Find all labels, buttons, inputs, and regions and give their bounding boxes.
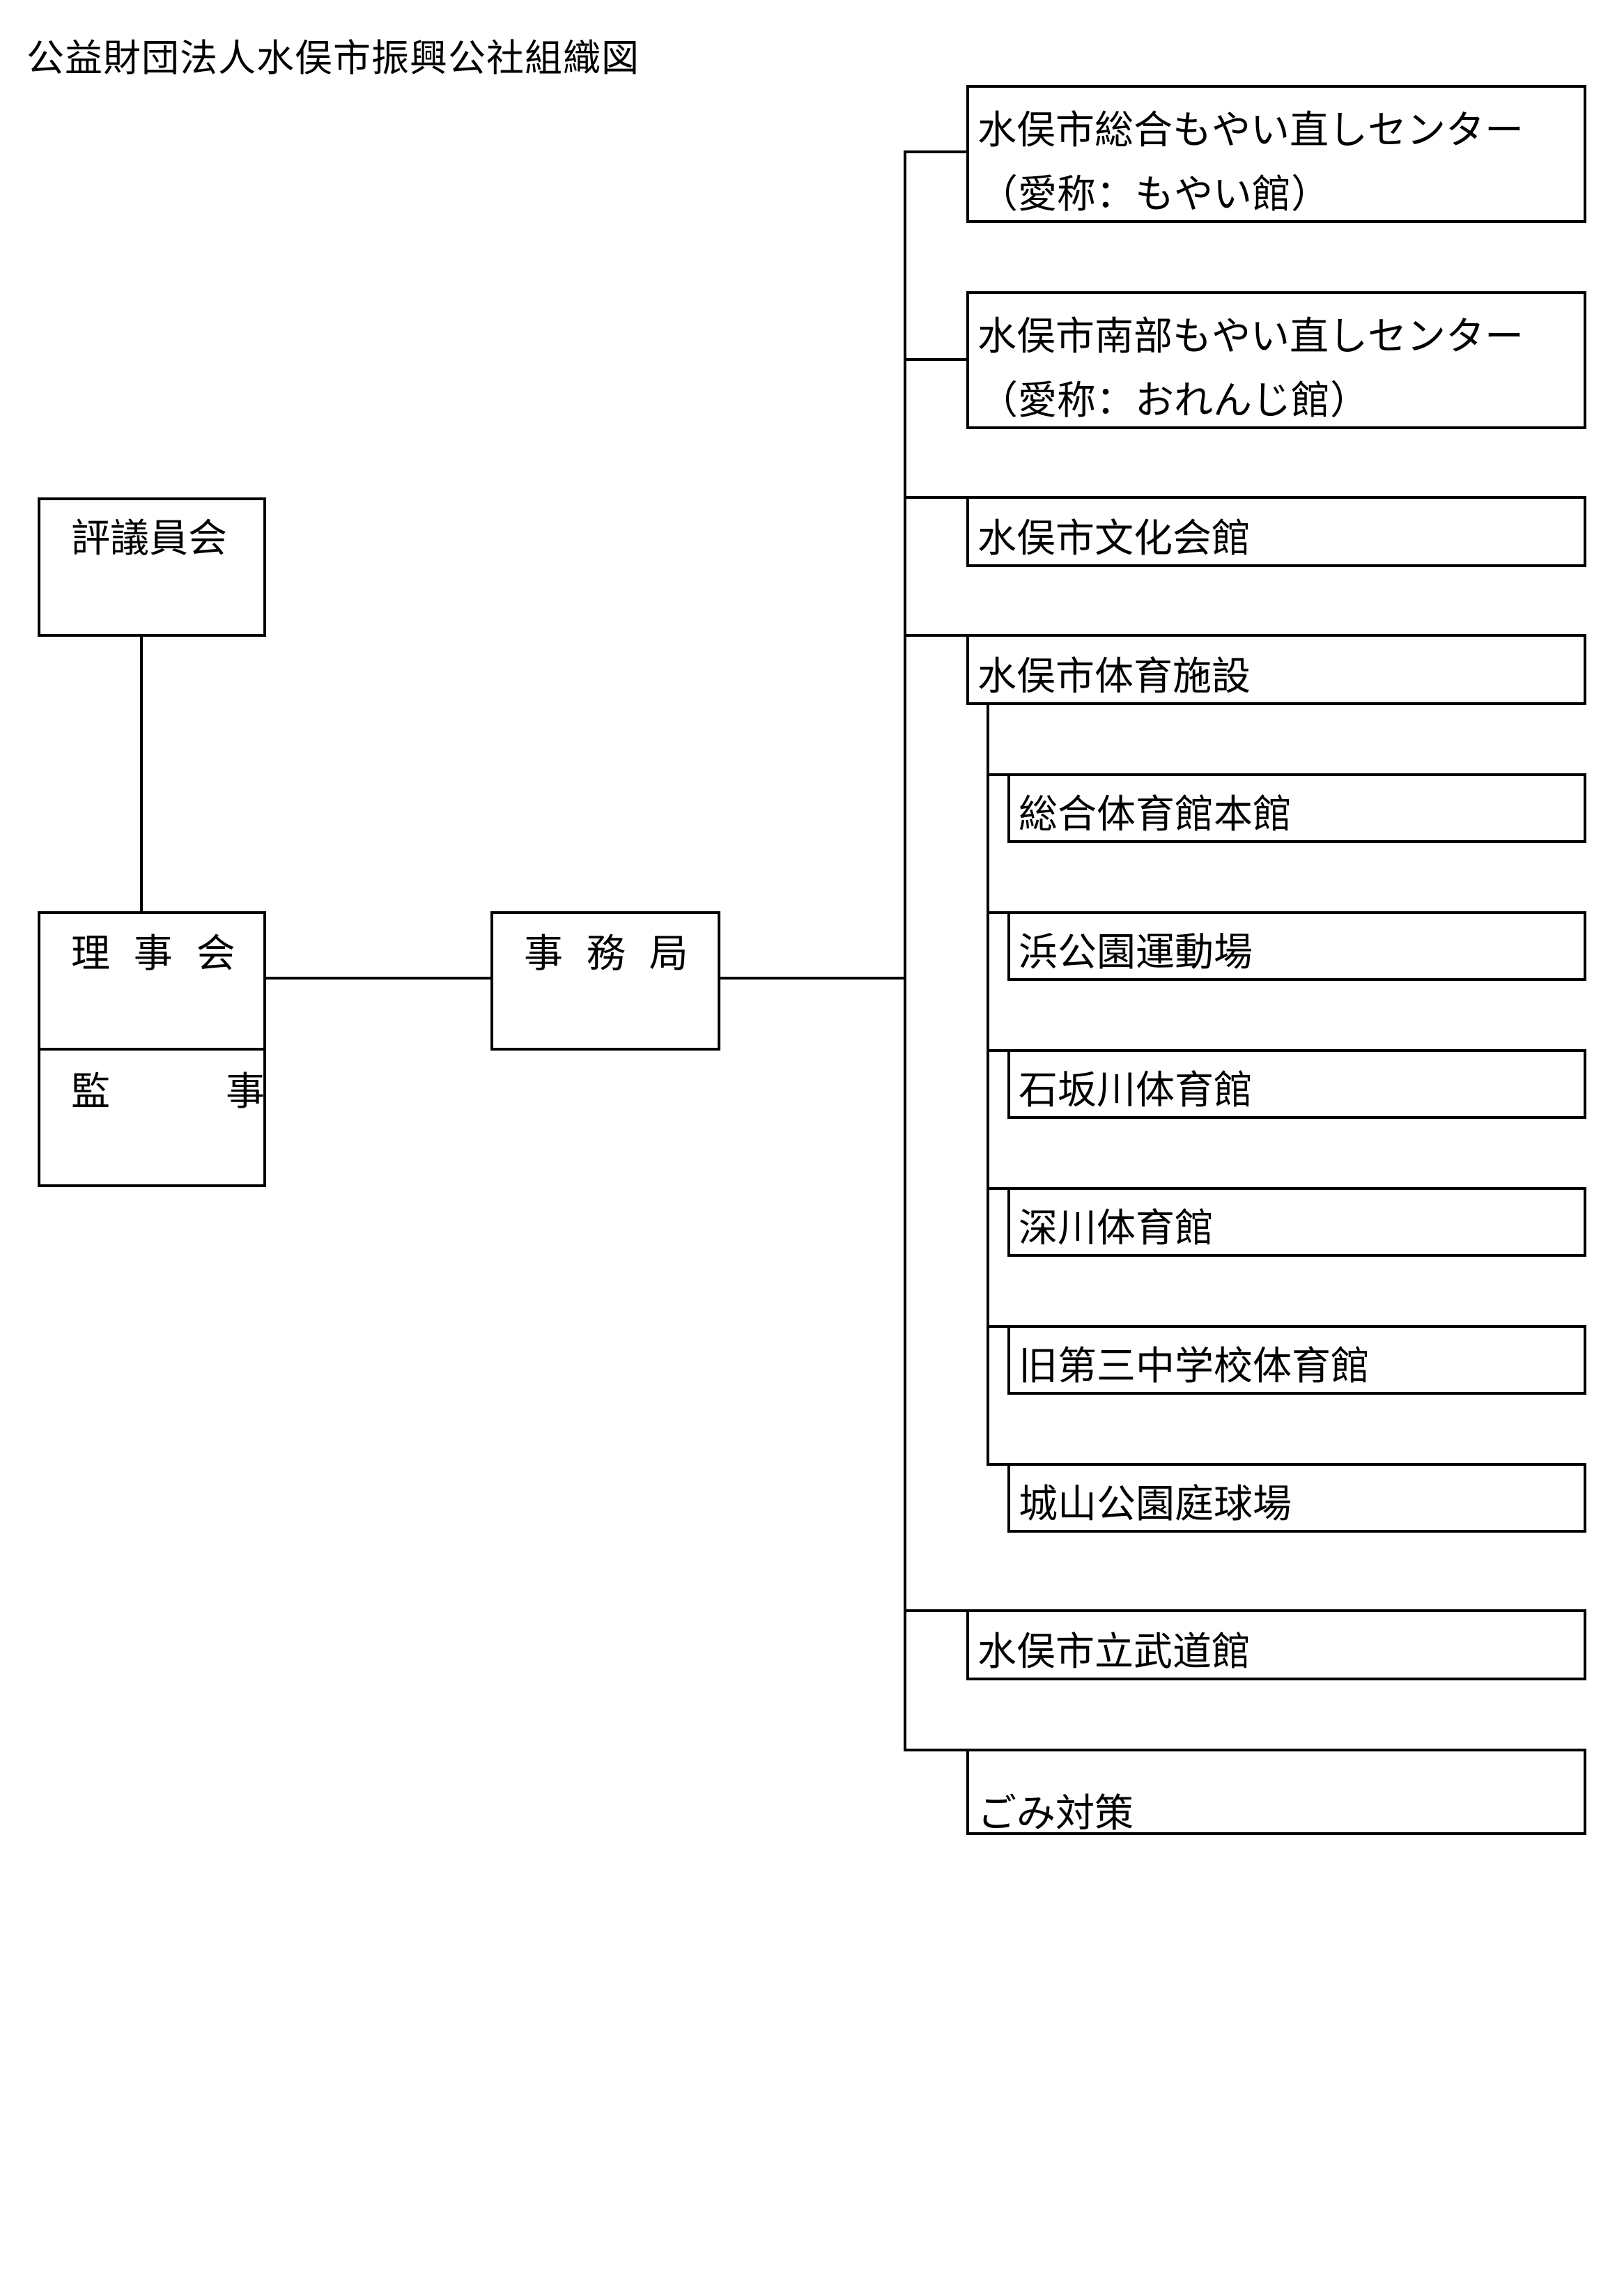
board-box: 理 事 会 <box>38 911 266 1051</box>
sports-child-label: 城山公園庭球場 <box>1019 1482 1292 1527</box>
sports-child-box: 石坂川体育館 <box>1007 1049 1586 1119</box>
sports-child-label: 浜公園運動場 <box>1019 930 1253 975</box>
moyai-center-label-2: （愛称：もやい館） <box>979 172 1330 217</box>
orenji-center-box: 水俣市南部もやい直しセンター （愛称：おれんじ館） <box>966 291 1586 429</box>
sports-child-box: 深川体育館 <box>1007 1187 1586 1257</box>
sub-branch-3 <box>987 1049 1009 1052</box>
council-box: 評議員会 <box>38 497 266 637</box>
sports-facilities-label: 水俣市体育施設 <box>977 654 1251 699</box>
page-title: 公益財団法人水俣市振興公社組織図 <box>26 36 640 80</box>
branch-sports <box>904 634 968 637</box>
connector-board-secretariat <box>265 977 492 980</box>
orenji-center-label-2: （愛称：おれんじ館） <box>979 378 1369 424</box>
branch-budokan <box>904 1609 968 1612</box>
branch-orenji <box>904 358 968 361</box>
budokan-box: 水俣市立武道館 <box>966 1609 1586 1680</box>
sub-branch-5 <box>987 1325 1009 1328</box>
sports-child-label: 総合体育館本館 <box>1019 792 1292 837</box>
sports-child-box: 総合体育館本館 <box>1007 773 1586 843</box>
sports-child-label: 旧第三中学校体育館 <box>1019 1344 1370 1389</box>
secretariat-label: 事 務 局 <box>524 931 694 977</box>
branch-waste <box>904 1749 968 1751</box>
sports-child-box: 旧第三中学校体育館 <box>1007 1325 1586 1395</box>
moyai-center-label-1: 水俣市総合もやい直しセンター <box>977 108 1524 153</box>
waste-label: ごみ対策 <box>977 1791 1134 1836</box>
culture-hall-label: 水俣市文化会館 <box>977 516 1251 562</box>
connector-secretariat-trunk <box>718 977 906 980</box>
auditor-box: 監 事 <box>38 1048 266 1187</box>
waste-box: ごみ対策 <box>966 1749 1586 1835</box>
council-label: 評議員会 <box>71 516 227 562</box>
sports-child-label: 石坂川体育館 <box>1019 1068 1253 1113</box>
board-label: 理 事 会 <box>71 931 241 977</box>
connector-council-board <box>140 635 143 911</box>
moyai-center-box: 水俣市総合もやい直しセンター （愛称：もやい館） <box>966 85 1586 223</box>
sub-branch-1 <box>987 773 1009 776</box>
sports-child-label: 深川体育館 <box>1019 1206 1214 1251</box>
branch-moyai <box>904 150 968 153</box>
sub-branch-4 <box>987 1187 1009 1190</box>
secretariat-box: 事 務 局 <box>490 911 720 1051</box>
budokan-label: 水俣市立武道館 <box>977 1629 1251 1675</box>
sports-child-box: 浜公園運動場 <box>1007 911 1586 981</box>
sports-facilities-box: 水俣市体育施設 <box>966 634 1586 705</box>
sub-branch-2 <box>987 911 1009 914</box>
auditor-label: 監 事 <box>71 1069 277 1115</box>
culture-hall-box: 水俣市文化会館 <box>966 496 1586 567</box>
sports-sub-trunk <box>987 704 989 1464</box>
sub-branch-6 <box>987 1463 1009 1466</box>
sports-child-box: 城山公園庭球場 <box>1007 1463 1586 1533</box>
main-trunk-line <box>904 150 906 1751</box>
orenji-center-label-1: 水俣市南部もやい直しセンター <box>977 314 1524 359</box>
branch-culture <box>904 496 968 499</box>
